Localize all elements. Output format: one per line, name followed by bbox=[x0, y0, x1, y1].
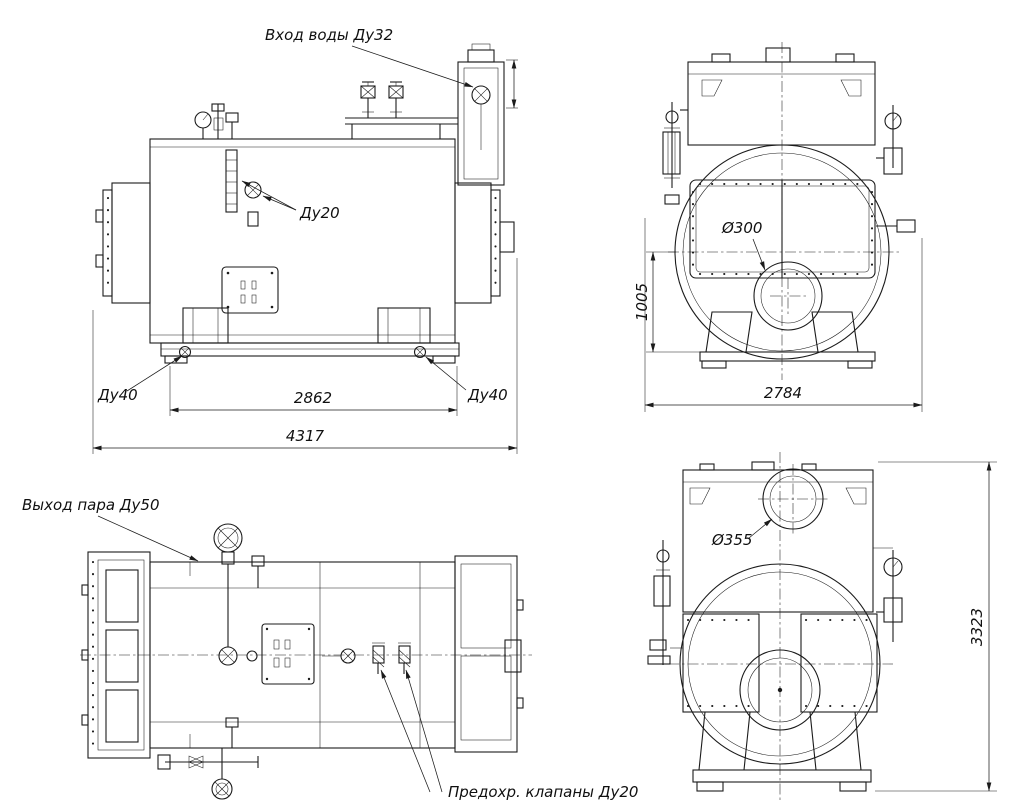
side-view: 2862 4317 Вход воды Ду32 Ду20 Ду40 Ду40 bbox=[92, 26, 518, 454]
side-view-base bbox=[160, 307, 460, 364]
dim-front-width: 2784 bbox=[764, 384, 802, 402]
rear-left-fittings bbox=[647, 540, 683, 665]
dimension-2784: 2784 bbox=[644, 218, 923, 412]
side-view-top-fittings bbox=[194, 103, 262, 227]
pressure-gauge bbox=[884, 112, 902, 130]
rear-view: Ø355 3323 bbox=[647, 452, 997, 800]
dia355-label: Ø355 bbox=[711, 531, 752, 549]
steam-outlet-label: Выход пара Ду50 bbox=[22, 496, 160, 514]
dim-front-height: 1005 bbox=[633, 283, 651, 321]
burner-opening bbox=[753, 261, 823, 331]
label-water-inlet: Вход воды Ду32 bbox=[265, 26, 474, 88]
dim-support-span: 2862 bbox=[294, 389, 332, 407]
dimension-3323: 3323 bbox=[875, 461, 997, 792]
label-steam-outlet: Выход пара Ду50 bbox=[22, 496, 199, 562]
steam-outlet-valve bbox=[213, 523, 265, 666]
rear-right-fittings bbox=[873, 547, 903, 642]
center-valve bbox=[322, 648, 356, 664]
label-dia300: Ø300 bbox=[721, 219, 766, 271]
plan-view: Выход пара Ду50 Предохр. клапаны Ду20 bbox=[22, 496, 638, 801]
side-view-top-piping bbox=[345, 81, 458, 139]
label-du40-left: Ду40 bbox=[97, 355, 183, 404]
label-safety-valves: Предохр. клапаны Ду20 bbox=[380, 669, 638, 801]
dimension-1005: 1005 bbox=[633, 251, 700, 353]
front-view-left-fitting bbox=[662, 102, 688, 205]
label-dia355: Ø355 bbox=[711, 518, 773, 549]
rear-top-box bbox=[682, 461, 874, 613]
side-view-shell bbox=[95, 138, 515, 344]
rear-base bbox=[692, 711, 872, 792]
front-view-base bbox=[699, 311, 876, 369]
dia300-label: Ø300 bbox=[721, 219, 762, 237]
dimension-2862: 2862 bbox=[169, 366, 458, 416]
dimension-4317: 4317 bbox=[92, 258, 518, 454]
plan-bottom-fittings bbox=[157, 717, 259, 800]
safety-valves-label: Предохр. клапаны Ду20 bbox=[448, 783, 638, 801]
dim-overall-length: 4317 bbox=[286, 427, 325, 445]
safety-valves bbox=[372, 642, 411, 674]
du40-left-label: Ду40 bbox=[97, 386, 138, 404]
du40-right-label: Ду40 bbox=[467, 386, 508, 404]
front-view-top-box bbox=[687, 47, 876, 146]
front-view-right-fitting bbox=[876, 105, 916, 233]
control-panel-side bbox=[221, 266, 279, 314]
label-du20: Ду20 bbox=[241, 180, 340, 222]
water-inlet-assembly bbox=[457, 43, 518, 186]
control-panel-plan bbox=[261, 623, 315, 685]
drain-valve-right bbox=[413, 345, 427, 359]
dim-overall-height: 3323 bbox=[968, 608, 986, 646]
plan-right-end bbox=[454, 555, 524, 753]
du20-label: Ду20 bbox=[299, 204, 340, 222]
label-du40-right: Ду40 bbox=[425, 356, 508, 404]
drain-valve-left bbox=[178, 345, 192, 359]
front-view: Ø300 1005 2784 bbox=[633, 42, 923, 412]
water-inlet-label: Вход воды Ду32 bbox=[265, 26, 393, 44]
